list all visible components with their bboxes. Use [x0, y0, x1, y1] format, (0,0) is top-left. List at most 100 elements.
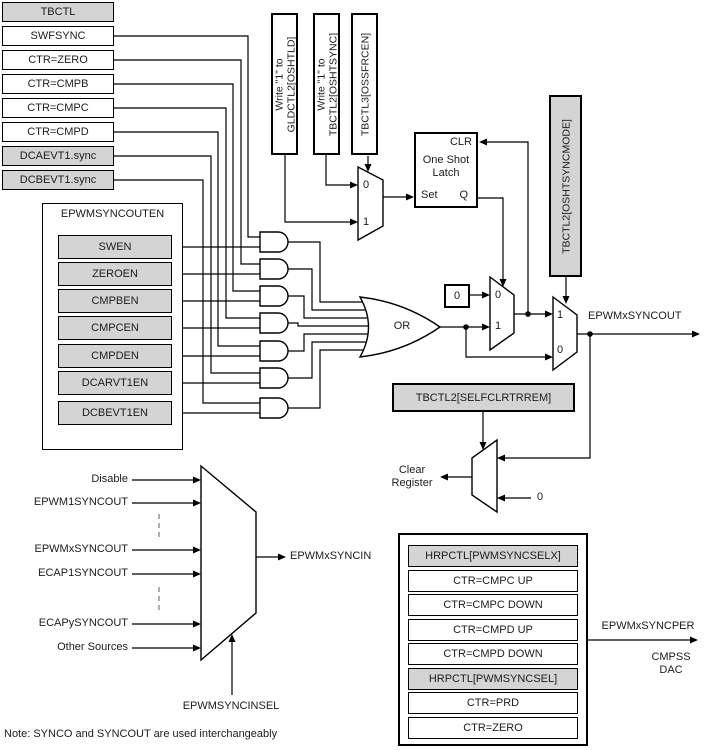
- footnote: Note: SYNCO and SYNCOUT are used interch…: [4, 728, 278, 740]
- syncout-enable-title: EPWMSYNCOUTEN: [60, 208, 165, 220]
- syncper-row-cmpc-up: CTR=CMPC UP: [408, 570, 578, 592]
- syncout-mode-mux: [552, 295, 578, 372]
- zero-constant-label: 0: [453, 290, 461, 302]
- enable-dcbevt1en-box: DCBEVT1EN: [58, 401, 172, 425]
- syncper-row-cmpd-up: CTR=CMPD UP: [408, 619, 578, 641]
- feed-mux-in1-label: 1: [494, 320, 502, 332]
- oneshot-mux-in1-label: 1: [362, 216, 370, 228]
- enable-label: CMPCEN: [91, 322, 139, 334]
- event-wires: [114, 35, 260, 414]
- enable-label: CMPDEN: [91, 350, 139, 362]
- syncper-output-label: EPWMxSYNCPER: [601, 620, 695, 632]
- syncper-dest-line2: DAC: [659, 664, 683, 676]
- enable-dcaevt1en-box: DCARVT1EN: [58, 371, 172, 395]
- ossfrcen-text: TBCTL3[OSSFRCEN]: [352, 14, 379, 156]
- oneshot-feed-mux: [489, 275, 515, 352]
- event-ctr-cmpc-box: CTR=CMPC: [2, 98, 114, 118]
- force-oshtsync-line1: Write "1" to: [315, 58, 327, 111]
- syncin-input-epwm1: EPWM1SYNCOUT: [33, 496, 128, 508]
- syncout-output-label: EPWMxSYNCOUT: [588, 310, 682, 322]
- clear-register-line1: Clear: [398, 464, 426, 476]
- and-gate-cmpden: [259, 340, 289, 362]
- force-gldctl-line1: Write "1" to: [273, 58, 285, 111]
- syncper-row-prd: CTR=PRD: [408, 692, 578, 714]
- latch-name-line1: One Shot: [422, 154, 470, 166]
- syncin-input-ecap1: ECAP1SYNCOUT: [38, 567, 128, 579]
- syncper-label: CTR=ZERO: [463, 722, 523, 734]
- junction-dots: [463, 311, 593, 337]
- force-gldctl-box: Write "1" to GLDCTL2[OSHTLD]: [271, 13, 298, 155]
- oshtsyncmode-text: TBCTL2[OSHTSYNCMODE]: [550, 96, 583, 278]
- gate-output-wires: [288, 241, 378, 409]
- syncout-mux-in0-label: 0: [556, 344, 564, 356]
- feed-mux-in0-label: 0: [494, 289, 502, 301]
- and-gate-swen: [259, 231, 289, 253]
- syncper-row-zero: CTR=ZERO: [408, 717, 578, 739]
- enable-zeroen-box: ZEROEN: [58, 262, 172, 286]
- syncper-dest-line1: CMPSS: [651, 651, 691, 663]
- clear-register-mux: [471, 438, 498, 514]
- enable-label: CMPBEN: [91, 295, 139, 307]
- and-gate-cmpcen: [259, 312, 289, 334]
- force-gldctl-text: Write "1" to GLDCTL2[OSHTLD]: [272, 14, 299, 156]
- tbctl-header-box: TBCTL: [2, 2, 114, 22]
- syncin-select-label: EPWMSYNCINSEL: [182, 700, 280, 712]
- event-label: SWFSYNC: [30, 30, 86, 42]
- oshtsyncmode-line: TBCTL2[OSHTSYNCMODE]: [560, 119, 572, 254]
- syncin-output-label: EPWMxSYNCIN: [290, 550, 372, 562]
- arrowheads: [193, 138, 700, 652]
- clear-register-line2: Register: [391, 477, 433, 489]
- event-dcaevt1-box: DCAEVT1.sync: [2, 146, 114, 166]
- or-gate-label: OR: [393, 320, 411, 332]
- oneshot-wires: [284, 141, 529, 314]
- event-ctr-cmpd-box: CTR=CMPD: [2, 122, 114, 142]
- syncper-label: HRPCTL[PWMSYNCSELX]: [425, 550, 561, 562]
- one-shot-latch-box: CLR One Shot Latch Set Q: [414, 132, 478, 208]
- force-oshtsync-text: Write "1" to TBCTL2[OSHTSYNC]: [314, 14, 341, 156]
- syncin-wires: [132, 479, 691, 695]
- and-gate-cmpben: [259, 285, 289, 307]
- force-oshtsync-line2: TBCTL2[OSHTSYNC]: [327, 32, 339, 137]
- latch-clr-label: CLR: [449, 136, 472, 148]
- event-label: DCBEVT1.sync: [19, 174, 97, 186]
- or-gate: [358, 296, 442, 358]
- syncper-label: CTR=CMPD UP: [453, 624, 533, 636]
- event-label: DCAEVT1.sync: [19, 150, 97, 162]
- enable-cmpben-box: CMPBEN: [58, 289, 172, 313]
- latch-q-label: Q: [459, 189, 468, 201]
- muxes: [200, 165, 578, 662]
- and-gate-zeroen: [259, 258, 289, 280]
- syncin-input-epwmx: EPWMxSYNCOUT: [34, 543, 129, 555]
- syncper-row-hrpctl: HRPCTL[PWMSYNCSEL]: [408, 668, 578, 690]
- ossfrcen-box: TBCTL3[OSSFRCEN]: [351, 13, 378, 155]
- oshtsyncmode-box: TBCTL2[OSHTSYNCMODE]: [549, 95, 582, 277]
- event-label: CTR=CMPD: [27, 126, 89, 138]
- and-gate-dcben: [259, 397, 289, 419]
- force-oshtsync-box: Write "1" to TBCTL2[OSHTSYNC]: [313, 13, 340, 155]
- enable-swen-box: SWEN: [58, 235, 172, 259]
- enable-cmpcen-box: CMPCEN: [58, 316, 172, 340]
- syncout-mux-in1-label: 1: [556, 309, 564, 321]
- event-label: CTR=CMPB: [27, 78, 89, 90]
- syncin-select-mux: [200, 464, 257, 662]
- selfclrtrrem-label: TBCTL2[SELFCLRTRREM]: [415, 391, 552, 404]
- oneshot-trigger-mux: [357, 165, 384, 242]
- event-ctr-cmpb-box: CTR=CMPB: [2, 74, 114, 94]
- syncper-label: CTR=PRD: [466, 697, 520, 709]
- syncper-row-cmpc-down: CTR=CMPC DOWN: [408, 594, 578, 616]
- clear-zero-label: 0: [536, 491, 544, 503]
- enable-label: DCBEVT1EN: [81, 407, 149, 419]
- syncin-input-disable: Disable: [91, 473, 128, 485]
- enable-label: SWEN: [98, 241, 132, 253]
- event-label: CTR=ZERO: [28, 54, 88, 66]
- syncper-label: CTR=CMPC DOWN: [443, 599, 543, 611]
- syncin-input-ecapy: ECAPySYNCOUT: [38, 617, 128, 629]
- tbctl-header-label: TBCTL: [40, 6, 76, 18]
- syncper-label: HRPCTL[PWMSYNCSEL]: [428, 673, 558, 685]
- enable-label: DCARVT1EN: [81, 377, 149, 389]
- event-dcbevt1-box: DCBEVT1.sync: [2, 170, 114, 190]
- oneshot-mux-in0-label: 0: [362, 179, 370, 191]
- ossfrcen-line: TBCTL3[OSSFRCEN]: [359, 32, 371, 137]
